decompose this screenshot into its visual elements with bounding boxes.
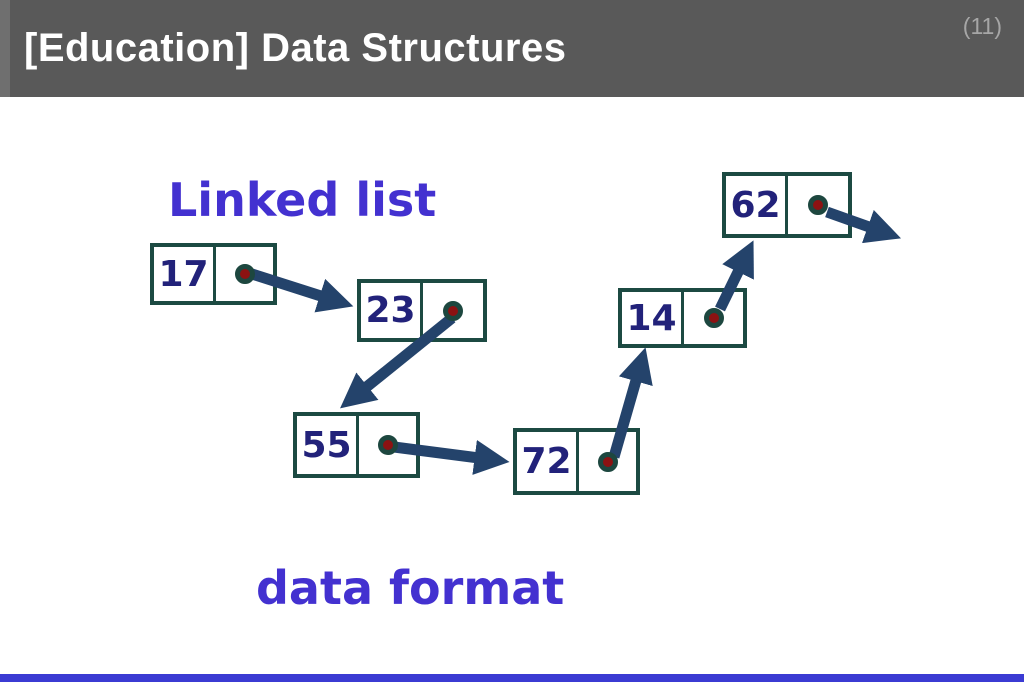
node-72: 72	[513, 428, 640, 495]
slide-header: [Education] Data Structures (11)	[0, 0, 1024, 97]
page-number: (11)	[962, 13, 1002, 39]
node-14: 14	[618, 288, 747, 348]
diagram-title: Linked list	[168, 173, 437, 227]
node-pointer-cell	[423, 283, 483, 338]
node-17: 17	[150, 243, 277, 305]
node-pointer-cell	[579, 432, 636, 491]
node-value: 14	[622, 292, 684, 344]
node-23: 23	[357, 279, 487, 342]
header-accent-strip	[0, 0, 10, 97]
pointer-dot	[703, 308, 724, 328]
pointer-dot	[377, 435, 398, 455]
pointer-dot	[808, 195, 828, 215]
diagram-caption: data format	[256, 561, 565, 615]
pointer-dot	[234, 264, 255, 284]
node-value: 55	[297, 416, 359, 474]
node-62: 62	[722, 172, 852, 238]
node-value: 17	[154, 247, 216, 301]
node-pointer-cell	[216, 247, 273, 301]
node-55: 55	[293, 412, 420, 478]
footer-accent-bar	[0, 674, 1024, 682]
node-value: 62	[726, 176, 788, 234]
node-pointer-cell	[684, 292, 743, 344]
node-pointer-cell	[359, 416, 416, 474]
node-value: 72	[517, 432, 579, 491]
slide-title: [Education] Data Structures	[24, 26, 567, 70]
pointer-dot	[597, 451, 618, 472]
node-value: 23	[361, 283, 423, 338]
node-pointer-cell	[788, 176, 848, 234]
pointer-dot	[443, 300, 463, 321]
